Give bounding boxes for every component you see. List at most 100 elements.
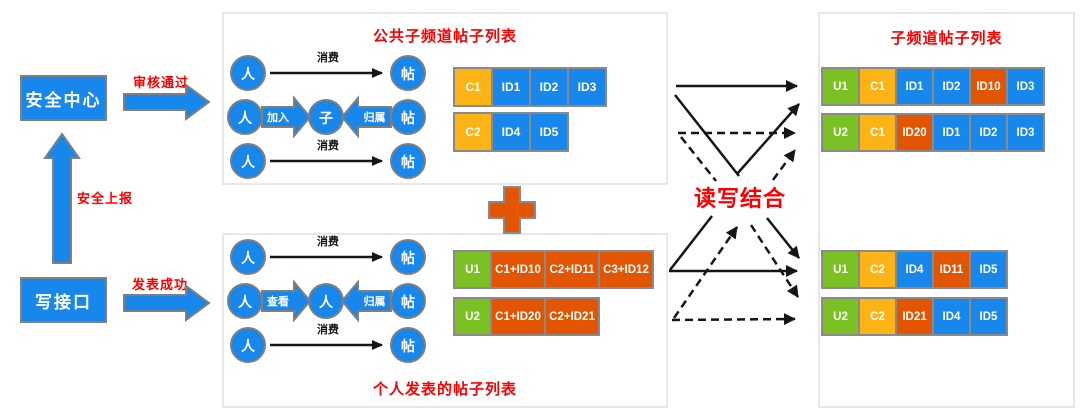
list-cell-id21: ID21 <box>895 297 934 336</box>
solid-arrow <box>736 103 800 175</box>
list-cell-u1: U1 <box>821 67 860 106</box>
panel-title: 公共子频道帖子列表 <box>372 28 517 45</box>
list-cell-id2: ID2 <box>529 67 569 107</box>
block-arrow-label: 查看 <box>267 294 289 308</box>
list-cell-c1: C1 <box>858 67 897 106</box>
list-cell-c1: C1 <box>858 113 897 152</box>
entity-node <box>390 327 426 363</box>
list-cell-u2: U2 <box>821 297 860 336</box>
list-cell-id4: ID4 <box>895 250 934 289</box>
entity-node-label: 人 <box>241 66 256 82</box>
dashed-arrow <box>749 224 800 298</box>
entity-node <box>230 55 266 91</box>
consume-arrow-label: 消费 <box>317 322 339 336</box>
review-passed-label: 审核通过 <box>133 75 190 90</box>
list-cell-id1: ID1 <box>895 67 934 106</box>
list-cell-c2-id11: C2+ID11 <box>544 250 600 289</box>
relations-bottom: 人帖消费人人帖查看归属人帖消费 <box>227 235 426 363</box>
list-cell-id3: ID3 <box>1006 67 1045 106</box>
entity-node <box>390 143 426 179</box>
relations-top: 人帖消费人子帖加入归属人帖消费 <box>227 50 426 179</box>
read-write-combination-label: 读写结合 <box>693 186 786 211</box>
write-api-box: 写接口 <box>20 277 107 323</box>
security-report-label: 安全上报 <box>77 191 134 206</box>
list-cell-id20: ID20 <box>895 113 934 152</box>
entity-node-label: 帖 <box>401 66 415 82</box>
dashed-arrow <box>771 149 797 181</box>
entity-node-label: 帖 <box>401 294 415 310</box>
list-cell-c3-id12: C3+ID12 <box>598 250 654 289</box>
list-cell-id11: ID11 <box>932 250 971 289</box>
solid-arrow <box>766 217 800 259</box>
consume-arrow-label: 消费 <box>317 138 339 152</box>
entity-node <box>230 143 266 179</box>
entity-node-label: 人 <box>241 338 256 354</box>
read-write-arrows-top <box>674 80 800 182</box>
list-cell-id3: ID3 <box>1006 113 1045 152</box>
dashed-arrow <box>671 313 796 326</box>
entity-node-label: 人 <box>238 294 253 310</box>
entity-node-label: 帖 <box>401 110 415 126</box>
list-cell-c1-id20: C1+ID20 <box>490 297 546 336</box>
entity-node-label: 子 <box>319 110 333 126</box>
relation-block-arrow-left <box>340 95 392 139</box>
plus-icon <box>488 186 536 234</box>
entity-node-label: 人 <box>319 294 334 310</box>
list-cell-c2: C2 <box>858 250 897 289</box>
security-center-box: 安全中心 <box>20 75 107 121</box>
solid-line <box>669 215 713 271</box>
publish-success-label: 发表成功 <box>132 277 189 292</box>
solid-line <box>674 94 740 177</box>
list-cell-id5: ID5 <box>969 250 1008 289</box>
list-cell-id3: ID3 <box>567 67 607 107</box>
list-cell-u2: U2 <box>821 113 860 152</box>
list-cell-id10: ID10 <box>969 67 1008 106</box>
block-arrow-label: 归属 <box>364 294 386 308</box>
list-cell-c1-id10: C1+ID10 <box>490 250 546 289</box>
entity-node <box>390 55 426 91</box>
consume-arrow-label: 消费 <box>317 50 339 64</box>
block-arrow-label: 归属 <box>364 110 386 124</box>
entity-node-label: 人 <box>238 110 253 126</box>
consume-arrow-label: 消费 <box>317 235 339 248</box>
list-cell-id1: ID1 <box>932 113 971 152</box>
list-cell-id2: ID2 <box>969 113 1008 152</box>
panel-title: 个人发表的帖子列表 <box>372 381 517 398</box>
list-cell-c2: C2 <box>858 297 897 336</box>
read-write-arrows-bottom <box>669 215 800 326</box>
block-arrow-label: 加入 <box>266 110 289 124</box>
list-cell-u1: U1 <box>453 250 492 289</box>
list-cell-c2: C2 <box>453 112 493 152</box>
list-cell-c2-id21: C2+ID21 <box>544 297 600 336</box>
relation-block-arrow-right <box>261 279 312 323</box>
entity-node-label: 人 <box>241 250 256 266</box>
dashed-line <box>680 136 717 182</box>
entity-node <box>390 239 426 275</box>
list-cell-c1: C1 <box>453 67 493 107</box>
entity-node-label: 帖 <box>401 154 415 170</box>
relation-block-arrow-left <box>340 279 392 323</box>
entity-node-label: 帖 <box>401 338 415 354</box>
list-cell-id1: ID1 <box>491 67 531 107</box>
entity-node-label: 人 <box>241 154 256 170</box>
list-cell-id4: ID4 <box>932 297 971 336</box>
list-cell-id5: ID5 <box>969 297 1008 336</box>
list-cell-id2: ID2 <box>932 67 971 106</box>
panel-title: 子频道帖子列表 <box>890 30 1003 47</box>
dashed-arrow <box>672 226 739 319</box>
entity-node-label: 帖 <box>401 250 415 266</box>
list-cell-u1: U1 <box>821 250 860 289</box>
list-cell-id4: ID4 <box>491 112 531 152</box>
